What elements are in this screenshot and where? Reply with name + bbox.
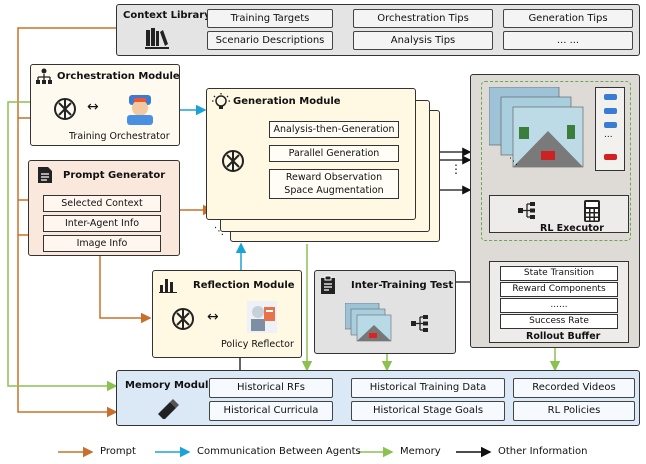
car-icon [604, 108, 617, 114]
clipboard-icon [321, 275, 335, 294]
reflection-module: Reflection Module ↔ Policy Reflector [152, 270, 302, 358]
generation-more-dots: ⋮ [450, 162, 462, 176]
memory-item: Historical Stage Goals [351, 401, 505, 421]
rollout-item: ...... [500, 298, 618, 313]
memory-item: RL Policies [513, 401, 635, 421]
prompt-item: Image Info [43, 235, 161, 252]
context-item: Scenario Descriptions [207, 31, 333, 50]
generation-item: Reward Observation Space Augmentation [269, 169, 399, 199]
legend-memory: Memory [400, 446, 441, 457]
simulation-screens-icon [489, 87, 584, 168]
prompt-generator: Prompt Generator Selected Context Inter-… [28, 160, 180, 256]
rollout-item: Success Rate [500, 314, 618, 329]
prompt-item: Selected Context [43, 195, 161, 212]
context-item: Training Targets [207, 9, 333, 28]
double-arrow-icon: ↔ [87, 99, 99, 115]
openai-icon [172, 308, 194, 330]
double-arrow-icon: ↔ [207, 309, 219, 325]
screens-dots: ⋱ [509, 157, 518, 167]
usb-drive-icon [158, 399, 179, 419]
rollout-buffer: State Transition Reward Components .....… [489, 261, 629, 343]
generation-module: Generation Module Analysis-then-Generati… [206, 88, 416, 220]
generation-title: Generation Module [233, 96, 341, 107]
prompt-generator-title: Prompt Generator [63, 170, 166, 181]
rl-executor-dashed-frame [481, 81, 631, 241]
memory-item: Recorded Videos [513, 378, 635, 398]
rollout-buffer-title: Rollout Buffer [526, 331, 601, 342]
agent-arrows [180, 104, 247, 270]
generation-more-dots: ⋱ [214, 226, 224, 237]
reflection-title: Reflection Module [193, 280, 295, 291]
orchestration-title: Orchestration Module [57, 71, 180, 82]
network-icon [518, 202, 535, 219]
rl-panel: ⋱ ... RL Executor State Transition Rewar… [470, 74, 640, 348]
legend-prompt: Prompt [100, 446, 136, 457]
prompt-arrows [17, 27, 214, 418]
memory-item: Historical RFs [209, 378, 333, 398]
legend-communication: Communication Between Agents [197, 446, 361, 457]
context-item: Orchestration Tips [353, 9, 493, 28]
openai-icon [54, 98, 76, 120]
legend-other: Other Information [498, 446, 588, 457]
hierarchy-icon [36, 68, 52, 84]
car-icon [604, 154, 617, 160]
context-item: ... ... [503, 31, 633, 50]
rollout-item: State Transition [500, 266, 618, 281]
bar-chart-icon [159, 279, 177, 293]
generation-item: Analysis-then-Generation [269, 121, 399, 138]
simulation-screens-icon [345, 303, 392, 342]
context-item: Analysis Tips [353, 31, 493, 50]
rl-executor: RL Executor [489, 195, 629, 234]
orchestration-module: Orchestration Module ↔ Training Orchestr… [30, 64, 180, 146]
inter-training-test: Inter-Training Test [314, 270, 456, 354]
reflector-label: Policy Reflector [221, 339, 294, 350]
car-icon [604, 94, 617, 100]
hierarchy-icon [411, 315, 428, 332]
inter-training-title: Inter-Training Test [351, 280, 454, 291]
calculator-icon [584, 200, 600, 222]
orchestrator-label: Training Orchestrator [69, 131, 170, 142]
car-icon [604, 122, 617, 128]
robot-avatar-icon [127, 95, 153, 125]
context-library-title: Context Library [123, 10, 211, 21]
context-library: Context Library Training Targets Orchest… [116, 4, 640, 56]
rl-executor-title: RL Executor [540, 223, 604, 234]
prompt-item: Inter-Agent Info [43, 215, 161, 232]
memory-module: Memory Module Historical RFs Historical … [116, 370, 640, 426]
memory-arrows [7, 101, 561, 392]
vehicle-list: ... [595, 87, 625, 171]
lightbulb-icon [212, 93, 230, 109]
memory-item: Historical Training Data [351, 378, 505, 398]
vehicle-list-dots: ... [604, 130, 613, 140]
context-item: Generation Tips [503, 9, 633, 28]
book-shelf-icon [145, 28, 169, 49]
generation-item: Parallel Generation [269, 145, 399, 162]
reflector-avatar-icon [247, 301, 277, 333]
memory-item: Historical Curricula [209, 401, 333, 421]
document-icon [38, 167, 52, 183]
memory-title: Memory Module [125, 380, 216, 391]
rollout-item: Reward Components [500, 282, 618, 297]
openai-icon [222, 150, 244, 172]
